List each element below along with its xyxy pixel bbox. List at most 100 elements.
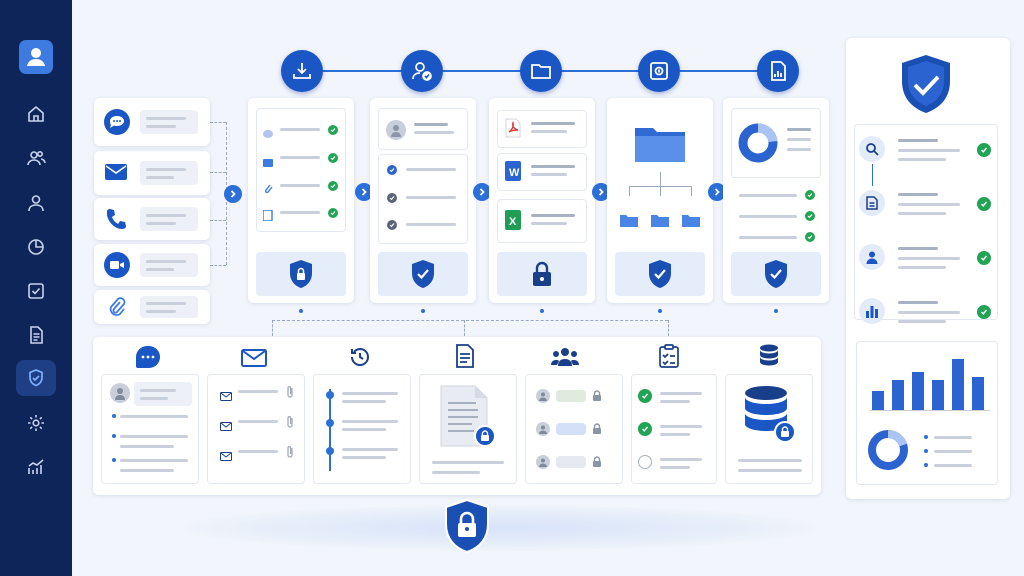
next-arrow-button[interactable] [473,183,491,201]
mini-bar-chart [872,356,988,410]
user-check-icon [412,62,432,81]
stage-verify-card [370,98,476,303]
chevron-right-icon [230,190,236,198]
mail-icon [104,163,128,186]
nav-tasks[interactable] [16,273,56,309]
channel-video-card[interactable] [94,244,210,286]
shield-lock-icon [442,498,492,559]
nav-user[interactable] [16,185,56,221]
shield-check-icon [765,260,787,288]
step-vault[interactable] [638,50,680,92]
chat-icon [263,126,273,144]
workflow-connector [440,70,525,72]
gear-icon [28,415,44,431]
report-icon [771,61,786,81]
mail-icon [241,349,267,372]
user-icon [28,195,44,212]
next-arrow-button[interactable] [355,183,373,201]
step-verify-user[interactable] [401,50,443,92]
donut-chart [866,428,910,477]
chevron-right-icon [714,188,720,196]
history-records[interactable] [313,374,411,484]
mail-records[interactable] [207,374,305,484]
mini-chart-bar [932,380,944,410]
vault-icon [650,62,668,80]
spreadsheet-icon: X [505,210,521,235]
channel-phone-card[interactable] [94,198,210,240]
folder-icon [531,64,551,79]
stage-report-card [723,98,829,303]
user-icon [859,244,885,270]
pie-chart-icon [28,239,44,255]
padlock-icon [533,261,551,286]
profile-button[interactable] [19,40,53,74]
nav-security[interactable] [16,360,56,396]
team-access[interactable] [525,374,623,484]
history-icon [348,345,372,374]
search-icon [859,136,885,162]
svg-text:X: X [509,216,517,228]
paperclip-icon [108,297,126,322]
channel-attachment-card[interactable] [94,290,210,324]
chevron-right-icon [479,188,485,196]
nav-analytics[interactable] [16,229,56,265]
mini-chart-bar [972,377,984,410]
document-icon [859,190,885,216]
checkbox-icon [28,283,44,299]
mini-chart-bar [912,372,924,410]
nav-users[interactable] [16,140,56,176]
secured-document[interactable] [419,374,517,484]
avatar [110,383,130,403]
workflow-connector [680,70,765,72]
document-icon [455,344,475,373]
mini-chart-bar [952,359,964,410]
paperclip-icon [263,181,273,199]
workflow-connector [560,70,645,72]
pdf-icon [505,118,521,143]
channel-chat-card[interactable] [94,98,210,146]
lock-icon [592,455,602,473]
checklist-icon [659,344,679,373]
svg-text:W: W [509,167,520,179]
next-arrow-button[interactable] [708,183,726,201]
stage-intake-card [248,98,354,303]
next-arrow-button[interactable] [592,183,610,201]
download-icon [293,63,311,79]
next-arrow-button[interactable] [224,185,242,203]
sidebar [0,0,72,576]
home-icon [28,105,44,122]
mail-icon [263,154,273,172]
document-icon [262,208,273,226]
stage-folders-card [607,98,713,303]
step-report[interactable] [757,50,799,92]
phone-icon [106,208,126,235]
database-icon [759,344,779,373]
bar-chart-icon [859,298,885,324]
lock-icon [474,425,496,447]
folder-icon [651,213,669,232]
donut-chart [737,122,779,169]
records-panel [93,337,821,495]
step-folder[interactable] [520,50,562,92]
channel-mail-card[interactable] [94,151,210,195]
mini-chart-bar [872,391,884,410]
nav-documents[interactable] [16,317,56,353]
word-doc-icon: W [505,161,521,186]
chat-icon [104,109,130,135]
lock-icon [774,421,796,443]
folder-icon [633,122,687,169]
chat-icon [136,346,160,368]
step-download[interactable] [281,50,323,92]
lock-icon [592,422,602,440]
shield-check-icon [649,260,671,288]
trend-chart-icon [28,459,44,474]
nav-home[interactable] [16,96,56,132]
secured-database[interactable] [725,374,813,484]
user-icon [27,48,45,66]
task-checklist[interactable] [631,374,717,484]
nav-reports[interactable] [16,449,56,485]
chat-records[interactable] [101,374,199,484]
team-icon [551,347,579,372]
nav-settings[interactable] [16,405,56,441]
stage-files-card: W X [489,98,595,303]
